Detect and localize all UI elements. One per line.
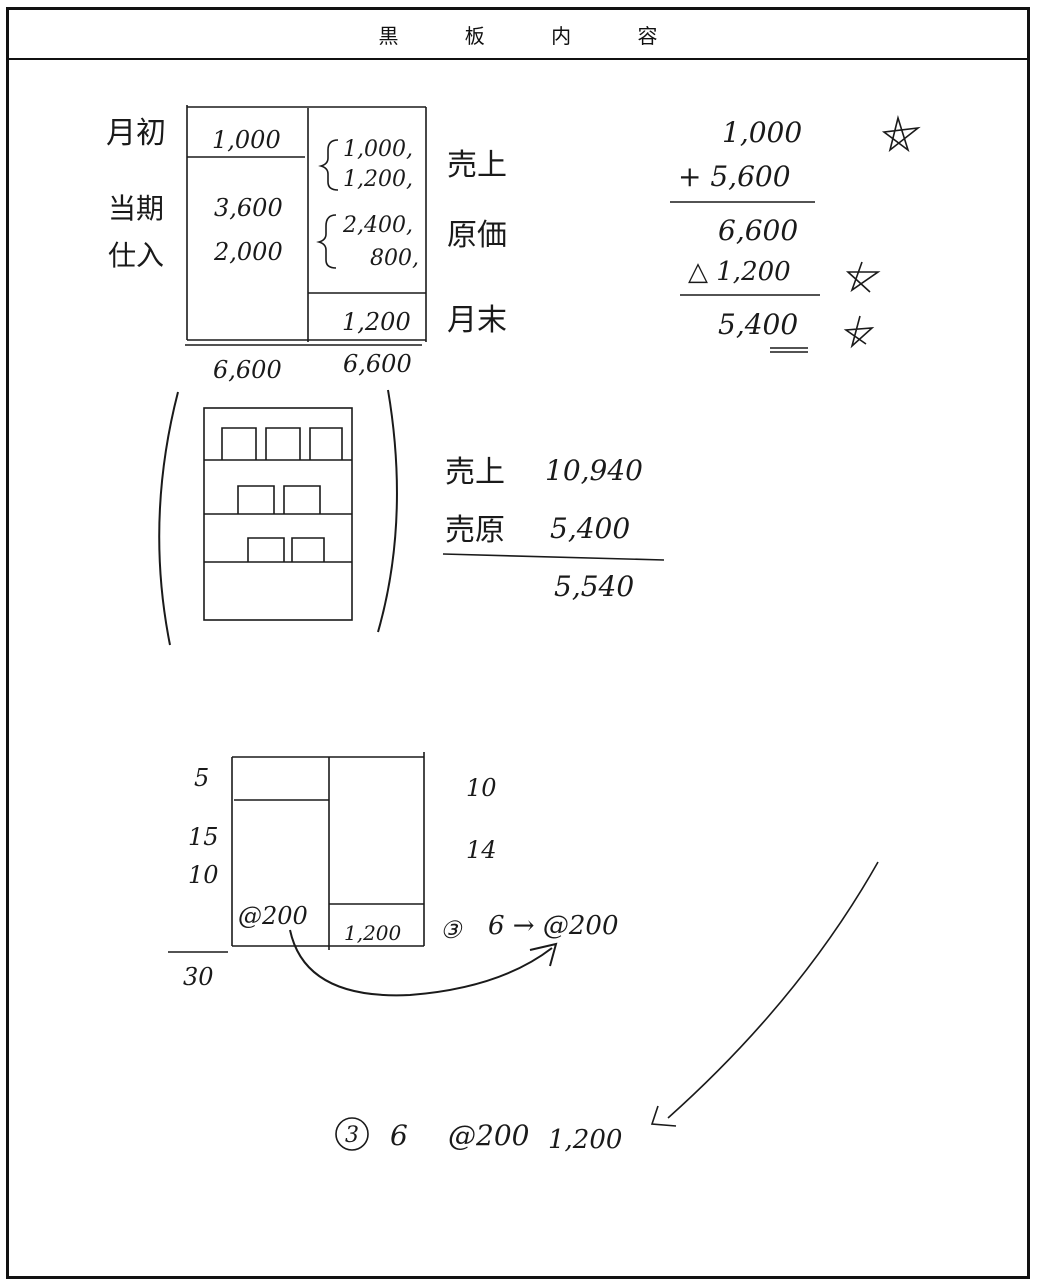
right-qty-1: 10 [466,774,497,802]
label-purchases-2: 仕入 [108,239,164,272]
bottom-amount: 1,200 [548,1125,622,1155]
left-qty-1: 5 [194,764,209,792]
t-account-2 [168,752,558,997]
blackboard-sheet: 黒 板 内 容 [6,7,1030,1279]
star-icon [881,115,921,153]
arrow-icon [650,861,879,1127]
value-closing: 1,200 [342,308,411,336]
label-opening: 月初 [106,116,166,151]
star-icon [845,261,881,293]
calc-line-3: 6,600 [718,214,798,247]
circle-icon [335,1117,369,1151]
bottom-circled: 3 [345,1123,359,1148]
value-purchase-1: 3,600 [214,194,283,222]
t-account-1 [185,105,427,346]
left-qty-3: 10 [188,861,219,889]
label-closing: 月末 [447,303,507,338]
label-cost: 原価 [447,218,507,253]
income-sales-label: 売上 [445,455,505,490]
calc-line-4: △ 1,200 [688,257,791,287]
unit-price-left: @200 [238,902,308,930]
right-qty-2: 14 [466,836,497,864]
label-purchases-1: 当期 [108,192,164,225]
calc-line-2: + 5,600 [678,160,791,193]
total-left: 6,600 [213,356,282,384]
income-cost-label: 売原 [445,513,505,548]
value-purchase-2: 2,000 [213,238,283,266]
income-statement [442,553,665,561]
calc-line-5: 5,400 [718,308,798,341]
shelf-icon [158,389,398,646]
income-cost-value: 5,400 [550,512,630,545]
arrow-result: 6 → @200 [488,911,618,941]
label-sales: 売上 [447,148,507,183]
income-result: 5,540 [554,570,634,603]
header-bar: 黒 板 内 容 [9,10,1027,60]
left-qty-2: 15 [188,823,219,851]
value-opening: 1,000 [212,126,281,154]
value-right-2: 1,200, [343,167,413,192]
value-right-4: 800, [370,246,419,271]
page-title: 黒 板 内 容 [378,23,688,48]
bottom-unit-price: @200 [448,1119,529,1152]
value-right-3: 2,400, [342,213,413,238]
left-qty-total: 30 [183,963,214,991]
star-icon [843,315,875,349]
bottom-qty: 6 [390,1119,408,1152]
value-right-1: 1,000, [343,137,413,162]
total-right: 6,600 [343,350,412,378]
circled-mark: ③ [440,916,463,944]
calculation [670,201,820,353]
right-closing: 1,200 [344,921,402,945]
income-sales-value: 10,940 [545,454,643,487]
calc-line-1: 1,000 [722,116,802,149]
